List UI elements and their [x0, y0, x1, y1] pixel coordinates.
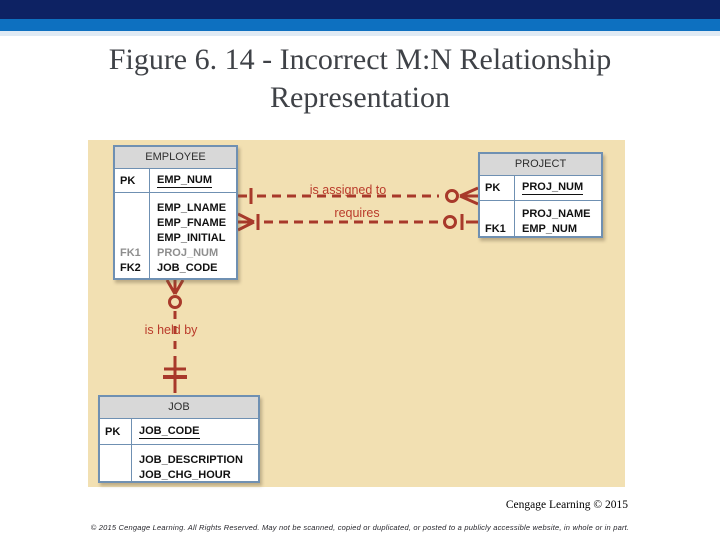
pk-label: PK: [100, 419, 132, 444]
fk-label: [100, 468, 131, 483]
entity-table-job: JOB PK JOB_CODE JOB_DESCRIPTION JOB_CHG_H…: [98, 395, 260, 483]
slide-title-line2: Representation: [270, 81, 450, 114]
table-title: PROJECT: [480, 154, 601, 176]
pk-attribute: PROJ_NUM: [522, 181, 584, 195]
fk-label: FK2: [120, 262, 141, 274]
attribute-name: JOB_CODE: [157, 262, 218, 274]
fk-label: FK1: [120, 247, 141, 259]
pk-row: PK EMP_NUM: [115, 169, 236, 193]
optional-ring-icon: [445, 189, 459, 203]
top-banner-blue-bar: [0, 19, 720, 31]
crows-foot-icon: [459, 186, 479, 206]
attribute-column: JOB_DESCRIPTION JOB_CHG_HOUR: [132, 445, 258, 483]
relationship-label-requires: requires: [334, 206, 380, 220]
attribute-column: PROJ_NAME EMP_NUM: [515, 201, 601, 237]
attribute-rows: JOB_DESCRIPTION JOB_CHG_HOUR: [100, 445, 258, 483]
pk-row: PK JOB_CODE: [100, 419, 258, 445]
pk-label: PK: [115, 169, 150, 192]
attribute-name: PROJ_NUM: [157, 247, 219, 259]
slide-title: Figure 6. 14 - Incorrect M:N Relationshi…: [0, 41, 720, 117]
slide-title-line1: Figure 6. 14 - Incorrect M:N Relationshi…: [108, 43, 612, 76]
optional-ring-icon: [168, 295, 182, 309]
crows-foot-icon: [165, 279, 185, 295]
attribute-name: JOB_DESCRIPTION: [139, 454, 243, 466]
fk-label: [115, 231, 149, 246]
attribute-rows: FK1 PROJ_NAME EMP_NUM: [480, 201, 601, 237]
optional-ring-icon: [443, 215, 457, 229]
fk-label: FK1: [485, 223, 506, 235]
pk-row: PK PROJ_NUM: [480, 176, 601, 201]
fk-label: [100, 453, 131, 468]
table-title: JOB: [100, 397, 258, 419]
attribute-name: EMP_LNAME: [157, 202, 227, 214]
top-banner-light-strip: [0, 31, 720, 36]
attribute-name: EMP_INITIAL: [157, 232, 226, 244]
pk-attribute: EMP_NUM: [157, 173, 213, 188]
attribute-name: EMP_NUM: [522, 223, 578, 235]
relationship-label-is-assigned-to: is assigned to: [309, 183, 387, 197]
attribute-name: EMP_FNAME: [157, 217, 227, 229]
figure-credit: Cengage Learning © 2015: [505, 499, 628, 511]
attribute-name: JOB_CHG_HOUR: [139, 469, 231, 481]
pk-label: PK: [480, 176, 515, 200]
top-banner-navy-bar: [0, 0, 720, 19]
attribute-name: PROJ_NAME: [522, 208, 591, 220]
pk-attribute: JOB_CODE: [139, 424, 200, 439]
fk-label: [115, 201, 149, 216]
fk-column: [100, 445, 132, 483]
crows-foot-icon: [237, 212, 255, 232]
entity-table-project: PROJECT PK PROJ_NUM FK1 PROJ_NAME EMP_NUM: [478, 152, 603, 238]
fk-column: FK1: [480, 201, 515, 237]
relationship-label-is-held-by: is held by: [144, 323, 198, 337]
attribute-column: EMP_LNAME EMP_FNAME EMP_INITIAL PROJ_NUM JOB…: [150, 193, 236, 278]
copyright-footer: © 2015 Cengage Learning. All Rights Rese…: [90, 523, 630, 532]
table-title: EMPLOYEE: [115, 147, 236, 169]
fk-label: [480, 207, 514, 222]
fk-label: [115, 216, 149, 231]
